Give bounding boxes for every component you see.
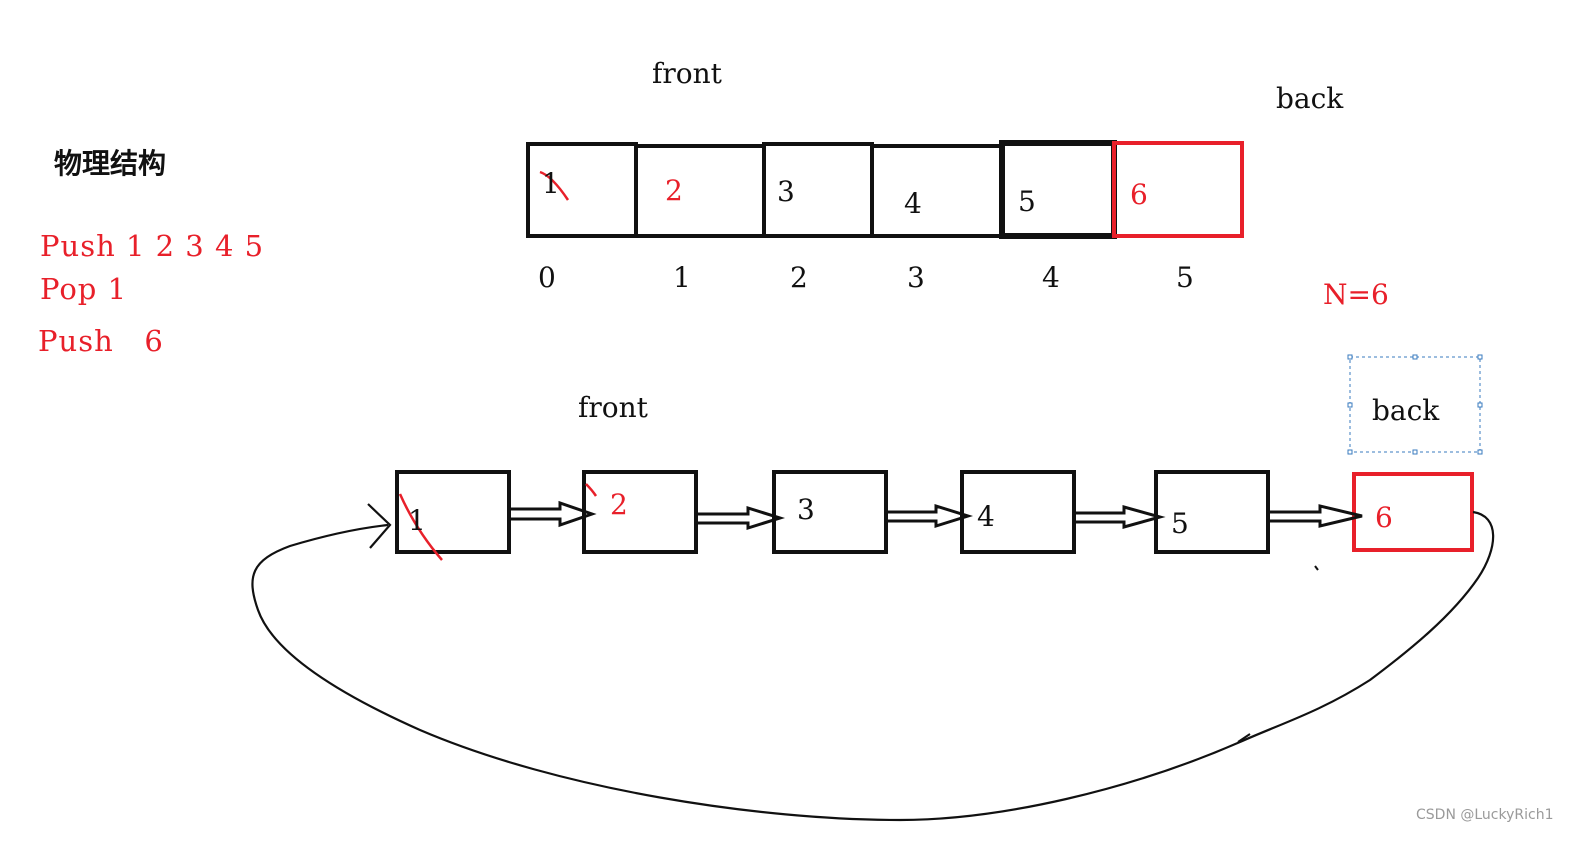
structure-title: 物理结构: [54, 147, 167, 180]
array-value-1: 2: [665, 174, 683, 207]
array-index-3: 3: [907, 261, 925, 294]
list-node-2-strike: [585, 483, 598, 497]
list-value-6: 6: [1375, 501, 1393, 534]
circular-link-tick: [1237, 733, 1251, 743]
list-node-1-strike: [398, 493, 443, 561]
array-value-4: 5: [1018, 185, 1036, 218]
array-index-1: 1: [673, 261, 691, 294]
array-structure: [526, 140, 1244, 239]
array-cell-0-strike: [539, 170, 570, 201]
array-cell-1: [634, 144, 766, 238]
operation-push-2: Push 6: [38, 324, 164, 358]
stray-mark: [1314, 565, 1319, 571]
list-value-2: 2: [610, 488, 628, 521]
list-node-4: [960, 470, 1076, 554]
array-value-2: 3: [777, 175, 795, 208]
array-cell-5: [1112, 141, 1244, 238]
csdn-watermark: CSDN @LuckyRich1: [1416, 807, 1554, 823]
arrow-1-2: [510, 500, 597, 528]
list-node-2: [582, 470, 698, 554]
array-index-5: 5: [1176, 261, 1194, 294]
list-node-3: [772, 470, 888, 554]
list-nodes: [395, 470, 1474, 554]
array-index-2: 2: [790, 261, 808, 294]
circular-link-arrowhead: [367, 503, 392, 549]
list-node-6: [1352, 472, 1474, 552]
back-selection-box: [1347, 354, 1483, 455]
arrow-4-5: [1075, 505, 1166, 529]
list-value-3: 3: [797, 493, 815, 526]
circular-link-curve: [251, 510, 1495, 822]
array-value-3: 4: [904, 187, 922, 220]
list-front-label: front: [578, 391, 648, 424]
arrow-3-4: [887, 503, 974, 529]
list-arrows: [510, 500, 1363, 531]
operation-pop: Pop 1: [40, 272, 128, 306]
list-value-1: 1: [408, 504, 426, 537]
array-cell-3: [870, 144, 1004, 238]
arrow-5-6: [1269, 504, 1363, 528]
operation-push-1: Push 1 2 3 4 5: [40, 229, 265, 263]
list-back-label: back: [1372, 394, 1440, 427]
list-value-4: 4: [977, 500, 995, 533]
array-index-4: 4: [1042, 261, 1060, 294]
array-value-0: 1: [542, 167, 560, 200]
list-node-1: [395, 470, 511, 554]
array-back-label: back: [1276, 82, 1344, 115]
list-node-5: [1154, 470, 1270, 554]
array-index-0: 0: [538, 261, 556, 294]
arrow-2-3: [697, 505, 786, 531]
list-value-5: 5: [1171, 507, 1189, 540]
array-value-5: 6: [1130, 178, 1148, 211]
array-size-label: N=6: [1323, 278, 1389, 311]
array-front-label: front: [652, 57, 722, 90]
